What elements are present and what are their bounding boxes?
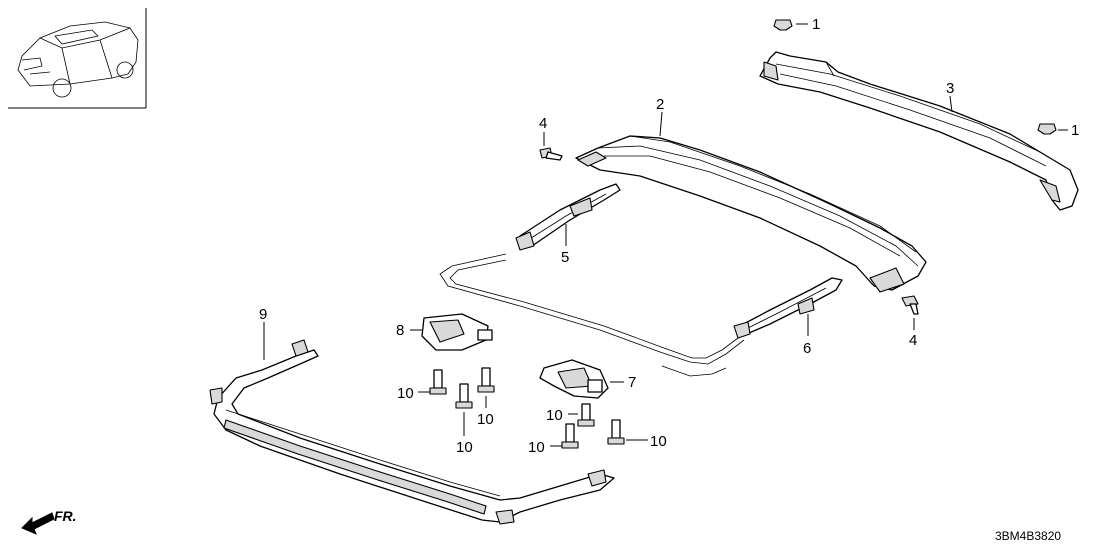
- callout-10-b: 10: [477, 411, 494, 428]
- callout-8: 8: [396, 322, 404, 339]
- leader-2: [659, 111, 663, 137]
- vehicle-locator-inset: [8, 8, 147, 109]
- callout-2: 2: [656, 96, 664, 113]
- motor-part-7: [539, 359, 624, 399]
- callout-10-e: 10: [528, 439, 545, 456]
- callout-5: 5: [561, 249, 569, 266]
- callout-7: 7: [628, 374, 636, 391]
- bolt-part-10-b: [477, 367, 495, 408]
- guide-link-part-6: [733, 277, 843, 339]
- callout-4-left: 4: [539, 115, 547, 132]
- bolt-part-10-e: [550, 423, 579, 449]
- callout-1-upper: 1: [812, 16, 820, 33]
- bolt-part-10-c: [455, 383, 473, 436]
- diagram-code: 3BM4B3820: [995, 529, 1061, 543]
- callout-6: 6: [803, 340, 811, 357]
- clip-part-1-right: [1037, 123, 1068, 135]
- callout-10-a: 10: [397, 385, 414, 402]
- front-label: FR.: [54, 508, 77, 524]
- front-frame-part-9: [209, 339, 615, 525]
- roof-frame-part-2: [575, 135, 927, 293]
- motor-part-8: [410, 313, 493, 351]
- callout-10-f: 10: [650, 433, 667, 450]
- callout-9: 9: [259, 306, 267, 323]
- bolt-part-4-left: [539, 132, 563, 161]
- clip-part-1-upper: [773, 19, 808, 31]
- roof-seal-loop: [439, 253, 745, 377]
- front-arrow-icon: [21, 512, 55, 535]
- trim-part-3: [759, 51, 1079, 211]
- bolt-part-10-f: [607, 419, 648, 445]
- guide-link-part-5: [515, 183, 621, 251]
- bolt-part-4-right: [901, 295, 919, 330]
- bolt-part-10-a: [418, 369, 447, 395]
- leader-3: [949, 95, 953, 113]
- callout-10-c: 10: [456, 439, 473, 456]
- callout-3: 3: [946, 80, 954, 97]
- vehicle-outline-icon: [17, 21, 139, 98]
- callout-4-right: 4: [909, 332, 917, 349]
- callout-1-right: 1: [1071, 122, 1079, 139]
- bolt-part-10-d: [568, 403, 595, 427]
- callout-10-d: 10: [546, 407, 563, 424]
